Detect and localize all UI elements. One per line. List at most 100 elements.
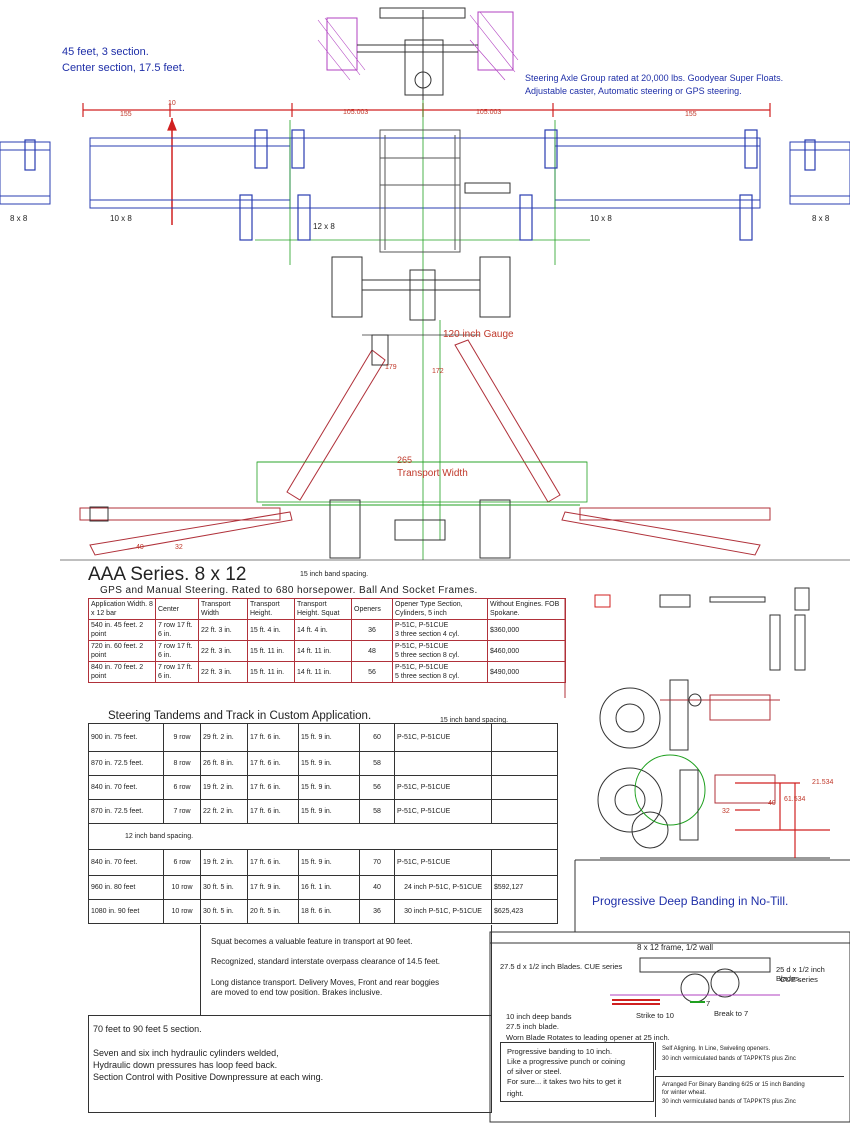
th-application: Application Width. 8 x 12 bar [88,598,156,620]
dim-40-side: 40 [768,800,776,807]
banding-worn: Worn Blade Rotates to leading opener at … [506,1033,670,1042]
prog-line-2: Like a progressive punch or coining [507,1057,625,1066]
cell-transport-width: 29 ft. 2 in. [200,723,248,752]
cell-squat: 18 ft. 6 in. [298,899,360,924]
section2-band-note: 15 inch band spacing. [440,717,509,724]
table-row: 540 in. 45 feet. 2 point 7 row 17 ft. 6 … [88,619,566,641]
cell-transport-width: 30 ft. 5 in. [200,899,248,924]
cell-center: 7 row [163,799,201,824]
opener-type: P-51C, P-51CUE [395,622,449,629]
cell-openers: 40 [359,875,395,900]
opener-config: 5 three section 8 cyl. [395,652,460,659]
cell-center: 9 row [163,723,201,752]
cell-height: 15 ft. 11 in. [247,661,295,683]
cell-price: $625,423 [491,899,558,924]
cell-price: $460,000 [487,640,566,662]
cell-height: 17 ft. 6 in. [247,751,299,776]
table-row: 870 in. 72.5 feet. 8 row 26 ft. 8 in. 17… [88,751,558,776]
banding-seven: 7 [706,999,711,1008]
dim-61534: 61.534 [784,796,806,803]
table-band-row: 12 inch band spacing. [88,823,558,850]
section2-title: Steering Tandems and Track in Custom App… [108,710,372,722]
frame-10x8-right: 10 x 8 [590,214,612,223]
cell-price [491,775,558,800]
dim-32-bottom: 32 [175,544,183,551]
cell-width: 870 in. 72.5 feet. [88,799,164,824]
note-overpass: Recognized, standard interstate overpass… [211,957,441,966]
series-subtitle: GPS and Manual Steering. Rated to 680 ho… [100,585,478,596]
cell-openers: 56 [351,661,393,683]
opener-units [24,129,816,241]
cell-price [491,799,558,824]
axle-rating-line-2: Adjustable caster, Automatic steering or… [525,86,742,96]
dim-155-right: 155 [685,111,697,118]
cell-openers: 36 [351,619,393,641]
section-notes-box: 70 feet to 90 feet 5 section. Seven and … [88,1015,492,1113]
transport-wings [79,507,771,556]
cell-squat: 15 ft. 9 in. [298,775,360,800]
opener-config: 5 three section 8 cyl. [395,673,460,680]
cell-transport-width: 22 ft. 2 in. [200,799,248,824]
cell-price [491,849,558,876]
cell-openers: 58 [359,751,395,776]
th-transport-width: Transport Width [198,598,248,620]
cell-opener-type: P-51C, P-51CUE [394,849,492,876]
dim-155-left: 155 [120,111,132,118]
series-title: AAA Series. 8 x 12 [88,564,247,585]
cell-width: 1080 in. 90 feet [88,899,164,924]
transport-width-label: Transport Width [397,468,468,479]
prog-line-5: right. [507,1089,524,1098]
cell-height: 17 ft. 6 in. [247,849,299,876]
dim-105-left: 105.003 [343,109,369,116]
prog-line-1: Progressive banding to 10 inch. [507,1047,613,1056]
cell-transport-width: 26 ft. 8 in. [200,751,248,776]
cell-height: 20 ft. 5 in. [247,899,299,924]
note-cylinders-2: Hydraulic down pressures has loop feed b… [93,1060,278,1070]
table-row: 840 in. 70 feet. 6 row 19 ft. 2 in. 17 f… [88,775,558,800]
notes-box: Squat becomes a valuable feature in tran… [200,925,492,1016]
centerline-guides [255,100,590,560]
frame-12x8: 12 x 8 [313,222,335,231]
binary-banding-box: Arranged For Binary Banding 6/25 or 15 i… [655,1076,844,1117]
cell-squat: 14 ft. 11 in. [294,640,352,662]
transport-v-frame [286,334,561,503]
banding-blade-right-2: CUE series [780,975,818,984]
table-row: 960 in. 80 feet 10 row 30 ft. 5 in. 17 f… [88,875,558,900]
th-opener-type: Opener Type Section, Cylinders, 5 inch [392,598,488,620]
table-row: 720 in. 60 feet. 2 point 7 row 17 ft. 6 … [88,640,566,662]
cell-squat: 16 ft. 1 in. [298,875,360,900]
th-openers: Openers [351,598,393,620]
gauge-label: 120 inch Gauge [443,329,514,340]
dimension-line-top [82,103,771,225]
binary-line-2: for winter wheat. [662,1090,707,1096]
table-row: 840 in. 70 feet. 2 point 7 row 17 ft. 6 … [88,661,566,683]
frame-8x8-left: 8 x 8 [10,214,28,223]
cell-width: 840 in. 70 feet. 2 point [88,661,156,683]
cell-squat: 14 ft. 4 in. [294,619,352,641]
cell-center: 7 row 17 ft. 6 in. [155,661,199,683]
cell-width: 840 in. 70 feet. [88,849,164,876]
binary-line-1: Arranged For Binary Banding 6/25 or 15 i… [662,1082,805,1088]
dim-40-bottom: 40 [136,544,144,551]
cell-opener-type: 24 inch P-51C, P-51CUE [394,875,492,900]
banding-strike: Strike to 10 [636,1011,674,1020]
note-transport-2: are moved to end tow position. Brakes in… [211,988,383,997]
cell-squat: 14 ft. 11 in. [294,661,352,683]
note-cylinders-1: Seven and six inch hydraulic cylinders w… [93,1048,279,1058]
dim-21534: 21.534 [812,779,834,786]
cell-opener-type: 30 inch P-51C, P-51CUE [394,899,492,924]
cell-width: 540 in. 45 feet. 2 point [88,619,156,641]
cell-squat: 15 ft. 9 in. [298,799,360,824]
rear-axle [331,256,511,321]
banding-deep-2: 27.5 inch blade. [506,1022,559,1031]
self-align-line-1: Self Aligning. In Line, Swiveling opener… [662,1046,771,1052]
cell-openers: 60 [359,723,395,752]
th-transport-squat: Transport Height. Squat [294,598,352,620]
cell-transport-width: 22 ft. 3 in. [198,661,248,683]
spec-line-2: Center section, 17.5 feet. [62,62,185,74]
dim-172: 172 [432,368,444,375]
cell-center: 7 row 17 ft. 6 in. [155,619,199,641]
